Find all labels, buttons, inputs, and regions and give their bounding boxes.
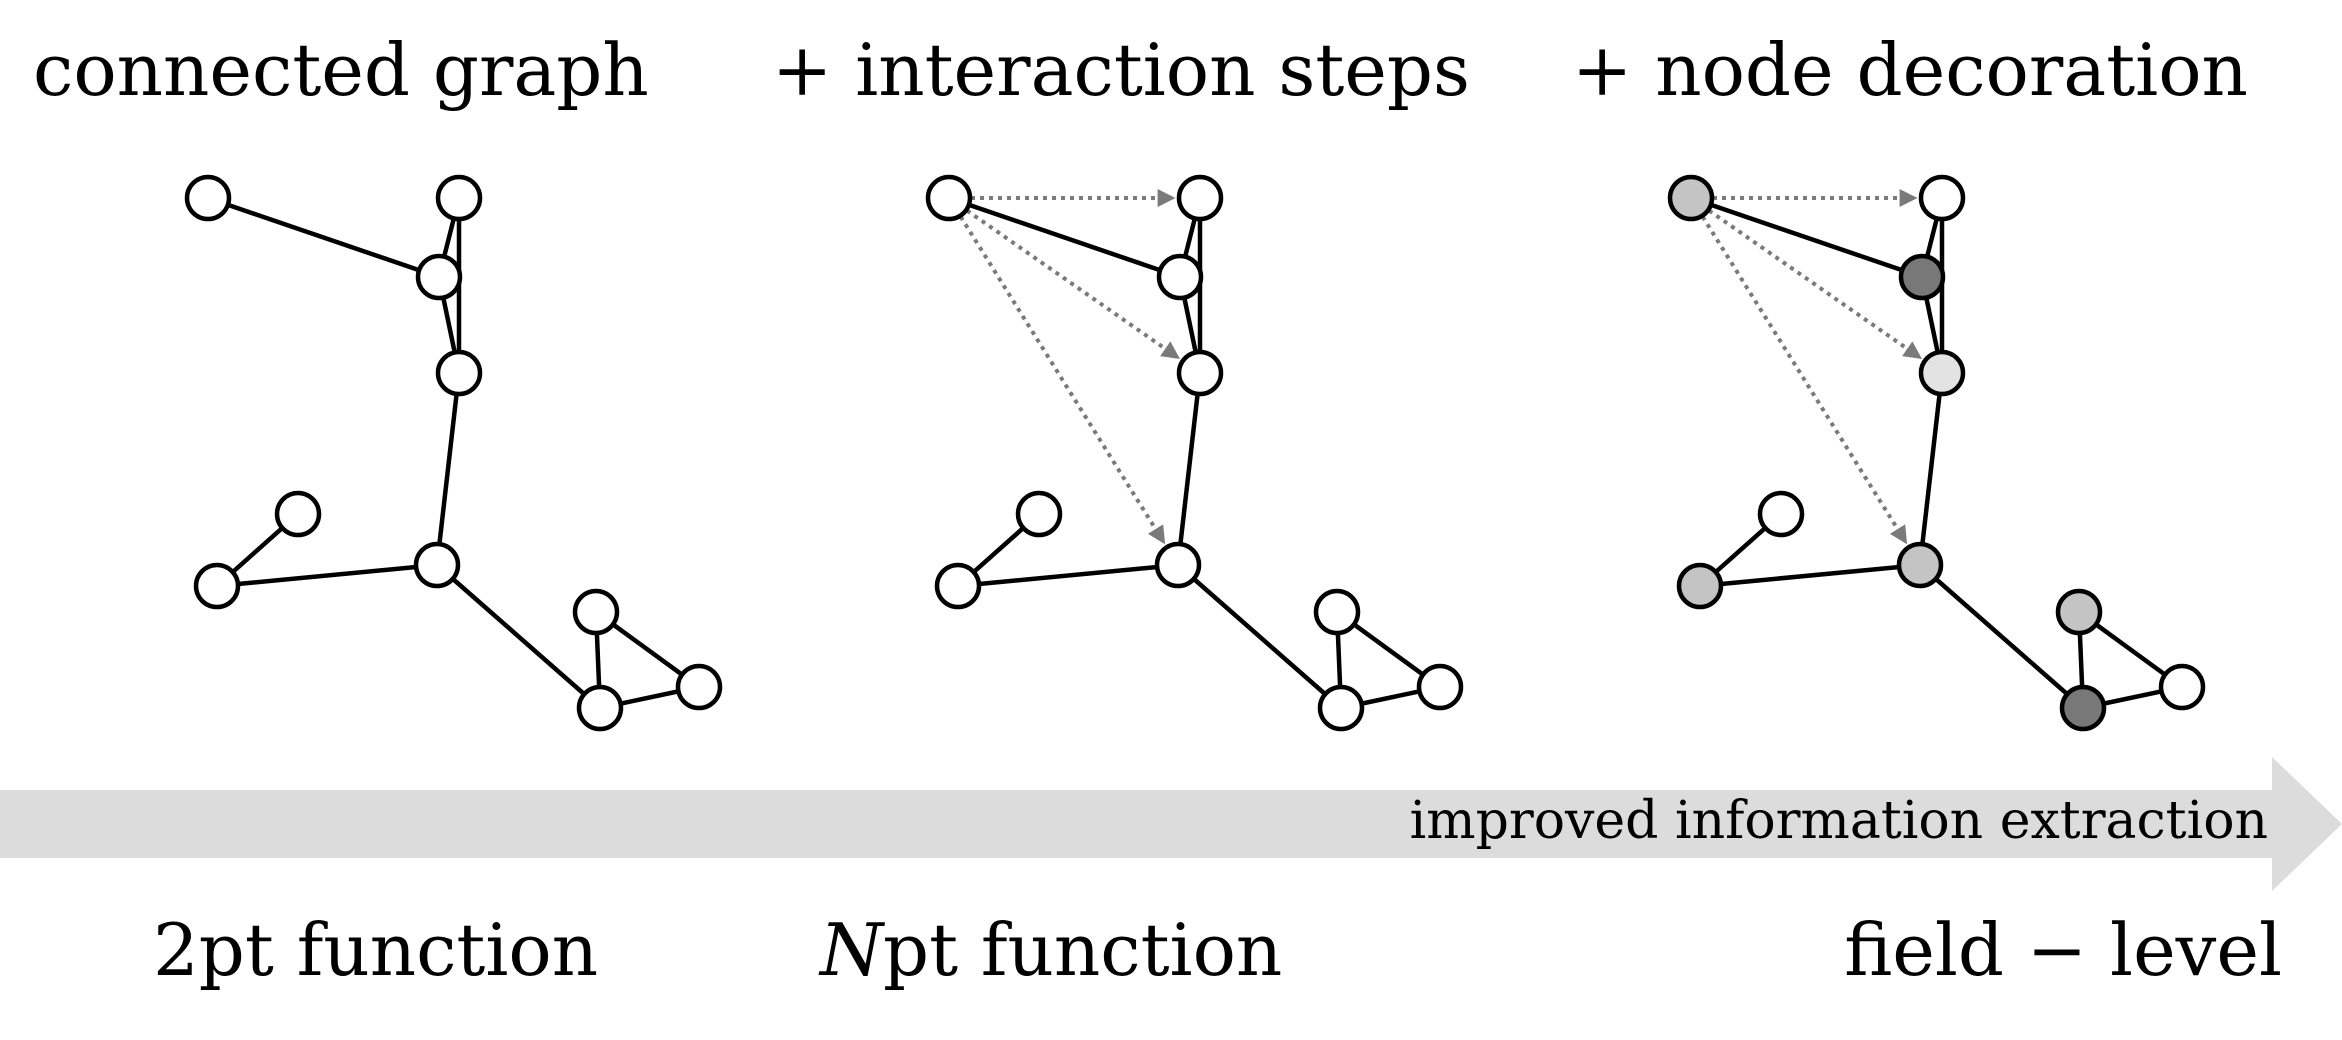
graph-node xyxy=(675,663,723,711)
graph-node xyxy=(2059,684,2107,732)
graph-edge xyxy=(1917,372,1945,566)
graph-node xyxy=(934,562,982,610)
progress-arrow xyxy=(0,757,2342,891)
graph-node xyxy=(576,684,624,732)
graph-node xyxy=(413,541,461,589)
graph-edge xyxy=(957,562,1179,589)
graph-node xyxy=(1898,253,1946,301)
graph-node xyxy=(435,174,483,222)
graph-edge xyxy=(207,195,440,280)
graph-edge xyxy=(948,195,1181,280)
function-label-2pt: 2pt function xyxy=(153,908,598,992)
graph-node xyxy=(435,349,483,397)
interaction-step-arrow xyxy=(958,215,1166,545)
graph-node xyxy=(1416,663,1464,711)
graph-node xyxy=(1757,490,1805,538)
graph-edge xyxy=(1175,372,1203,566)
graph-node xyxy=(1667,174,1715,222)
graph-panel-connected xyxy=(184,174,723,732)
function-label-field-level: field − level xyxy=(1844,908,2282,992)
graph-node xyxy=(193,562,241,610)
graph-node xyxy=(1176,349,1224,397)
function-label-npt-rest: pt function xyxy=(883,908,1282,992)
graph-edge xyxy=(434,372,462,566)
graph-node xyxy=(274,490,322,538)
panel-title-node-decoration: + node decoration xyxy=(1572,28,2248,112)
graph-edge xyxy=(1699,562,1921,589)
graph-node xyxy=(1918,349,1966,397)
function-label-npt-var: N xyxy=(818,908,886,992)
graph-node xyxy=(2158,663,2206,711)
graph-edge xyxy=(1690,195,1923,280)
graph-edge xyxy=(1176,563,1343,710)
graph-edge xyxy=(1918,563,2085,710)
arrow-label: improved information extraction xyxy=(1410,791,2268,851)
graph-node xyxy=(1896,541,1944,589)
graph-node xyxy=(184,174,232,222)
graph-node xyxy=(1176,174,1224,222)
interaction-step-arrow xyxy=(965,208,1180,360)
graph-edge xyxy=(216,562,438,589)
graph-node xyxy=(415,253,463,301)
graph-panel-interaction xyxy=(925,174,1464,732)
graph-node xyxy=(2055,588,2103,636)
graph-node xyxy=(925,174,973,222)
function-label-npt: Npt function xyxy=(818,908,1282,992)
interaction-step-arrow xyxy=(1707,208,1922,360)
panel-title-connected-graph: connected graph xyxy=(33,28,649,112)
graph-node xyxy=(1317,684,1365,732)
graph-node xyxy=(1156,253,1204,301)
graph-node xyxy=(1676,562,1724,610)
graph-node xyxy=(1918,174,1966,222)
graph-node xyxy=(572,588,620,636)
graph-node xyxy=(1154,541,1202,589)
graph-node xyxy=(1015,490,1063,538)
interaction-step-arrow xyxy=(1700,215,1908,545)
graph-node xyxy=(1313,588,1361,636)
graph-edge xyxy=(435,563,602,710)
panel-title-interaction-steps: + interaction steps xyxy=(772,28,1470,112)
graph-panel-decorated xyxy=(1667,174,2206,732)
